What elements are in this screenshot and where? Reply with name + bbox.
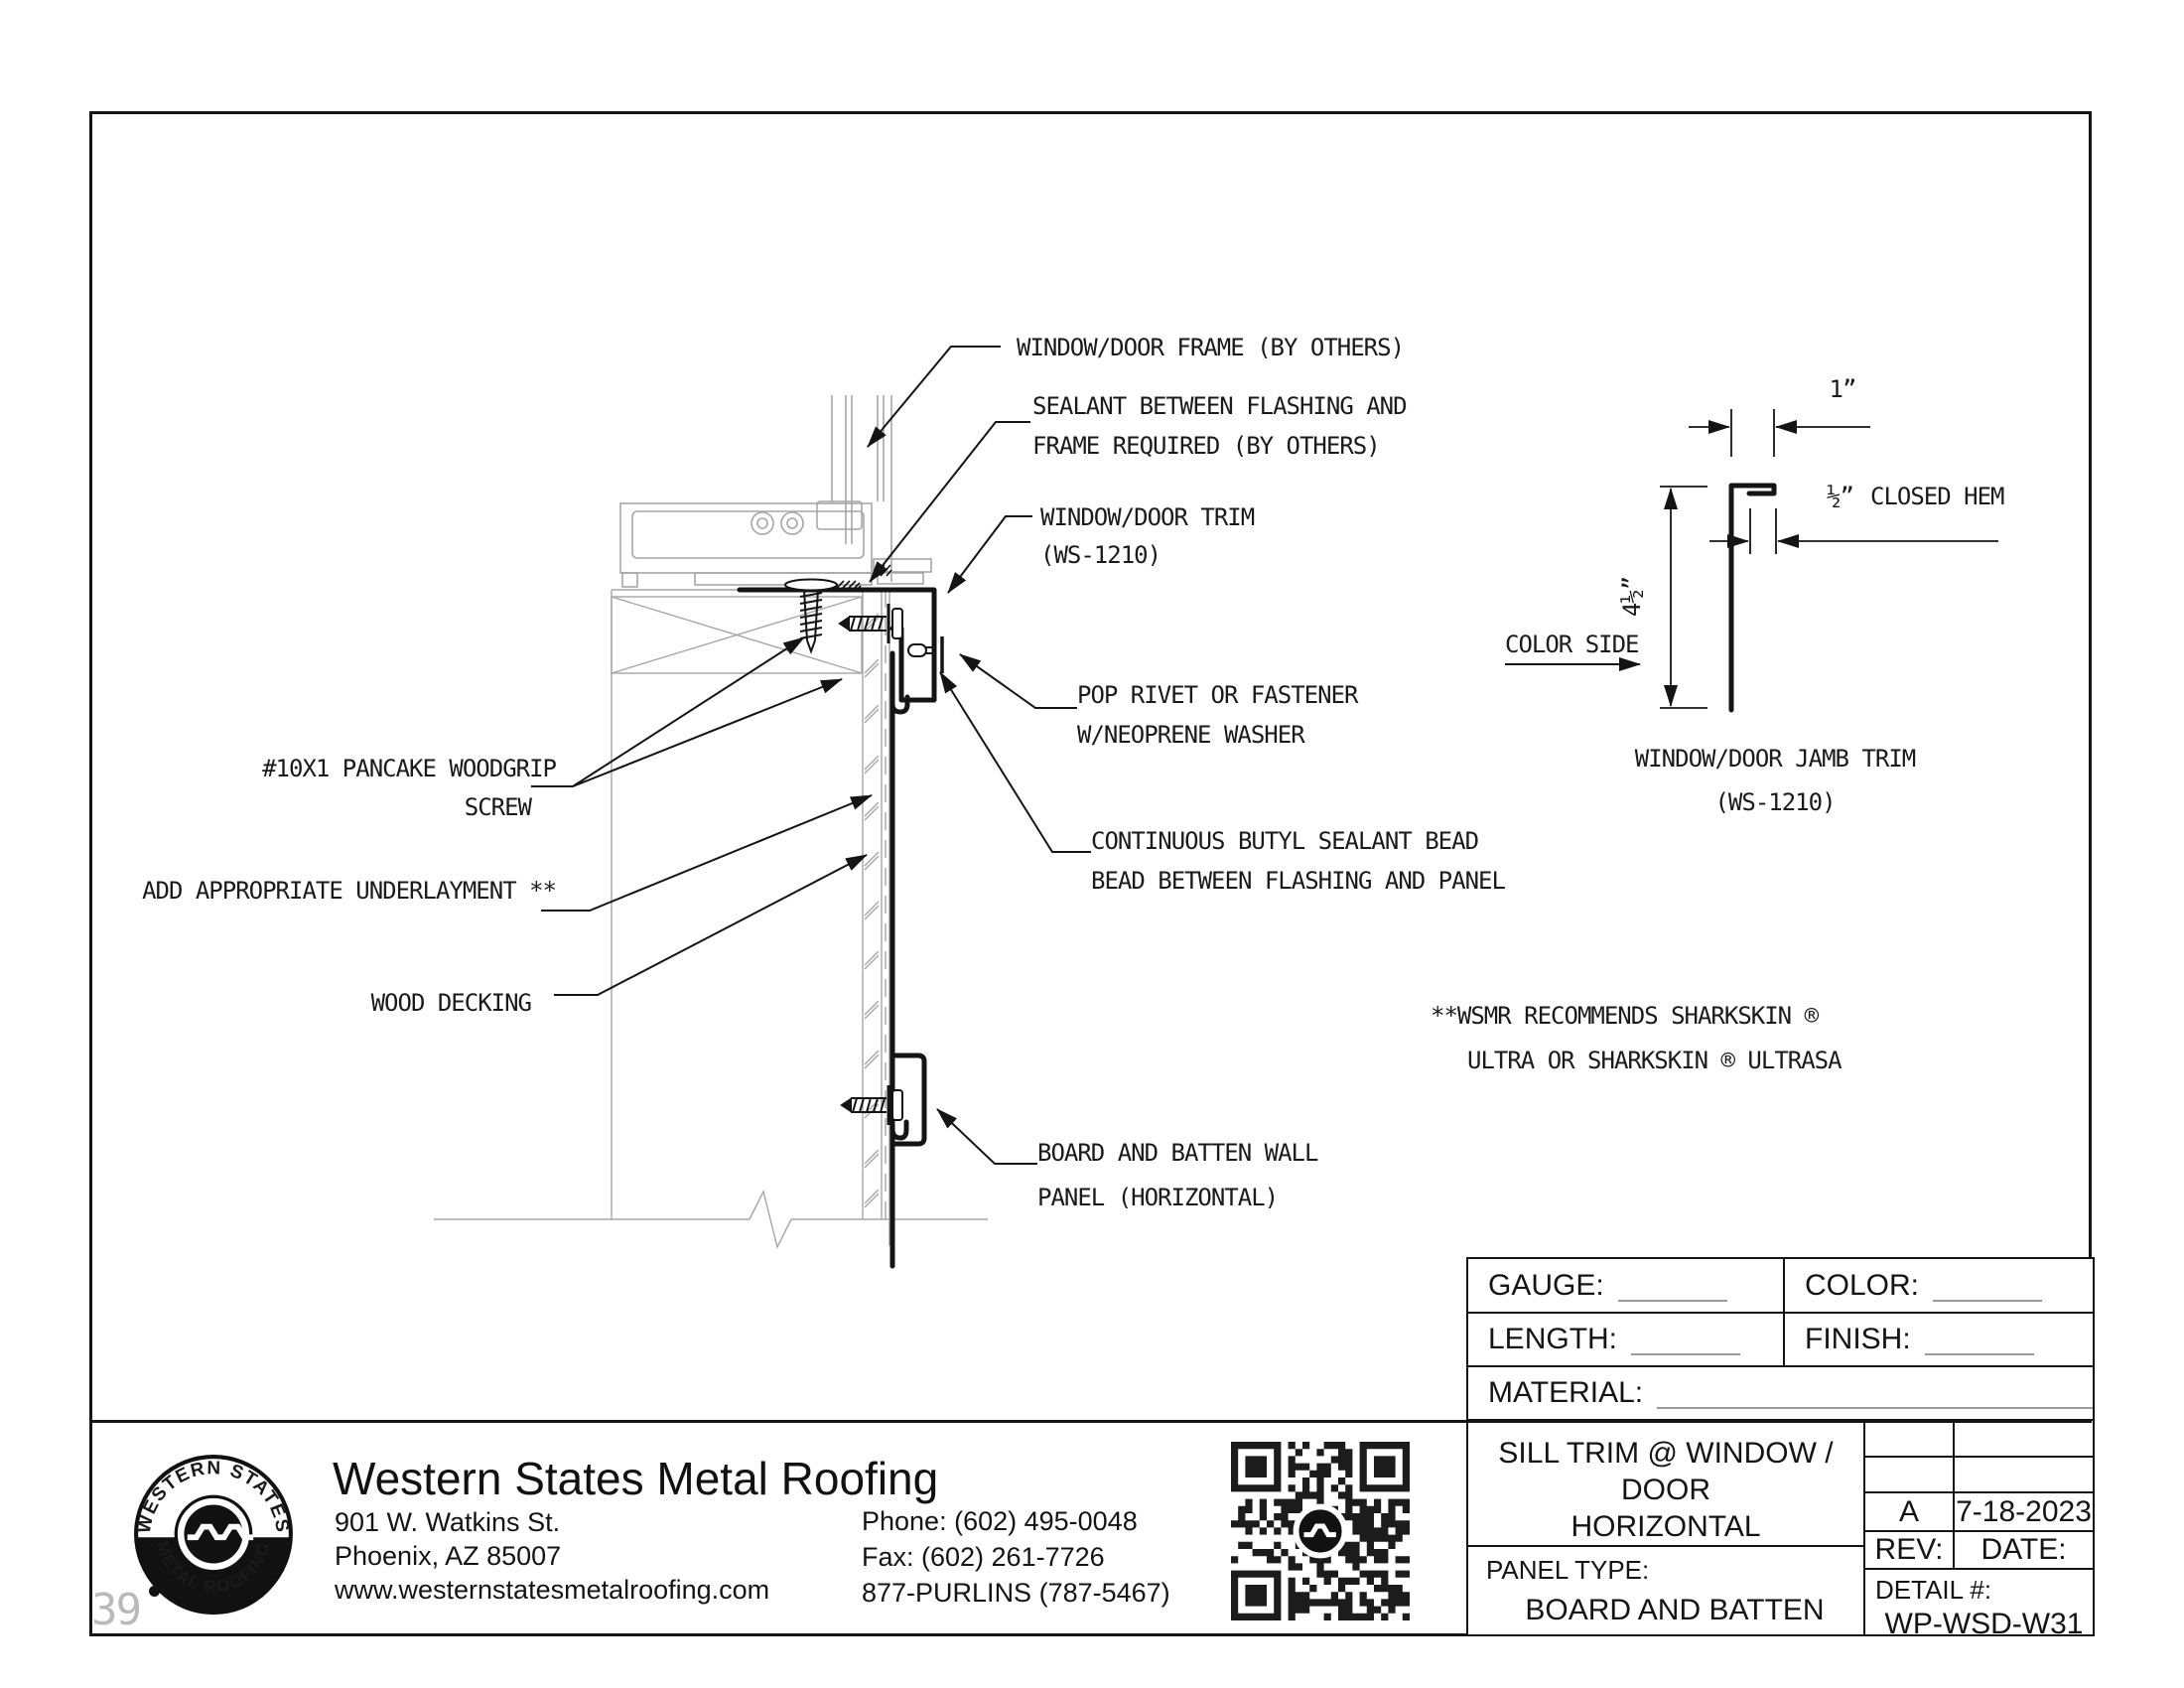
- break-line: [749, 1189, 792, 1250]
- jamb-hem-label: CLOSED HEM: [1870, 483, 2004, 510]
- callout-underlayment: ADD APPROPRIATE UNDERLAYMENT **: [142, 877, 556, 905]
- callout-screw-line2: SCREW: [465, 793, 533, 821]
- date-empty-cell-2: [1953, 1456, 2095, 1493]
- date-value-cell: 7-18-2023: [1953, 1491, 2095, 1532]
- panel-profile-icon: [187, 1523, 254, 1541]
- callout-butyl-line1: CONTINUOUS BUTYL SEALANT BEAD: [1091, 827, 1478, 855]
- color-field: COLOR:: [1783, 1257, 2095, 1314]
- company-band: [89, 1420, 2092, 1636]
- decking-hatch: [864, 613, 880, 1208]
- window-frame-assembly: [619, 395, 932, 588]
- gauge-blank: [1617, 1270, 1727, 1302]
- rev-value: A: [1898, 1494, 1919, 1528]
- company-website: www.westernstatesmetalroofing.com: [335, 1575, 770, 1605]
- length-blank: [1631, 1324, 1741, 1355]
- detail-title-line1: SILL TRIM @ WINDOW / DOOR: [1498, 1437, 1834, 1506]
- callout-rivet-line2: W/NEOPRENE WASHER: [1077, 721, 1305, 749]
- detail-title-line2: HORIZONTAL: [1570, 1510, 1761, 1543]
- date-label: DATE:: [1980, 1533, 2067, 1566]
- material-blank: [1657, 1377, 2093, 1409]
- date-label-cell: DATE:: [1953, 1530, 2095, 1570]
- callout-butyl-line2: BEAD BETWEEN FLASHING AND PANEL: [1091, 867, 1505, 895]
- callout-sealant-line2: FRAME REQUIRED (BY OTHERS): [1032, 432, 1380, 460]
- callout-panel-line2: PANEL (HORIZONTAL): [1037, 1184, 1278, 1211]
- panel-screw-icon: [838, 604, 903, 643]
- length-label: LENGTH:: [1488, 1323, 1618, 1355]
- rev-label-cell: REV:: [1863, 1530, 1955, 1570]
- qr-code: [1231, 1442, 1410, 1620]
- panel-type-value: BOARD AND BATTEN: [1525, 1594, 1825, 1626]
- panel-type-label: PANEL TYPE:: [1486, 1555, 1650, 1585]
- pop-rivet-icon: [907, 633, 944, 673]
- leader-lines: [531, 346, 1091, 1165]
- color-label: COLOR:: [1805, 1268, 1920, 1302]
- wall-section: [434, 589, 988, 1250]
- callout-trim-line2: (WS-1210): [1040, 541, 1160, 569]
- jamb-dim-height: 4½”: [1618, 577, 1646, 617]
- callout-rivet-line1: POP RIVET OR FASTENER: [1077, 681, 1359, 709]
- company-phones: Phone: (602) 495-0048 Fax: (602) 261-772…: [862, 1503, 1170, 1611]
- note-line2: ULTRA OR SHARKSKIN ® ULTRASA: [1467, 1047, 1843, 1074]
- sealant-hatch: [834, 564, 892, 591]
- logo-dot: [149, 1586, 160, 1597]
- finish-field: FINISH:: [1783, 1312, 2095, 1367]
- callout-panel-line1: BOARD AND BATTEN WALL: [1037, 1139, 1318, 1167]
- material-field: MATERIAL:: [1466, 1365, 2095, 1421]
- detail-number: WP-WSD-W31: [1884, 1608, 2084, 1640]
- company-address: 901 W. Watkins St. Phoenix, AZ 85007 www…: [335, 1505, 769, 1607]
- jamb-caption-line2: (WS-1210): [1714, 788, 1835, 816]
- gauge-label: GAUGE:: [1488, 1268, 1604, 1302]
- gauge-field: GAUGE:: [1466, 1257, 1785, 1314]
- callout-frame: WINDOW/DOOR FRAME (BY OTHERS): [1017, 334, 1404, 361]
- detail-number-label: DETAIL #:: [1875, 1575, 1992, 1605]
- tollfree-number: 877-PURLINS (787-5467): [862, 1578, 1170, 1608]
- callout-sealant-line1: SEALANT BETWEEN FLASHING AND: [1032, 392, 1407, 420]
- date-value: 7-18-2023: [1956, 1494, 2092, 1528]
- pancake-screw-icon: [784, 578, 838, 654]
- phone-number: Phone: (602) 495-0048: [862, 1506, 1138, 1536]
- callout-trim-line1: WINDOW/DOOR TRIM: [1040, 503, 1255, 531]
- note-line1: **WSMR RECOMMENDS SHARKSKIN ®: [1431, 1002, 1820, 1030]
- finish-label: FINISH:: [1805, 1323, 1911, 1355]
- jamb-dim-width: 1”: [1830, 375, 1856, 403]
- color-blank: [1933, 1270, 2043, 1302]
- material-label: MATERIAL:: [1488, 1376, 1644, 1409]
- page-number: 39: [91, 1585, 142, 1635]
- jamb-trim-profile: [1728, 483, 1777, 713]
- address-line2: Phoenix, AZ 85007: [335, 1541, 562, 1571]
- jamb-caption-line1: WINDOW/DOOR JAMB TRIM: [1635, 745, 1916, 773]
- company-name: Western States Metal Roofing: [333, 1453, 939, 1504]
- company-logo: WESTERN STATES METAL ROOFING: [133, 1455, 293, 1616]
- fasteners: [784, 578, 944, 1125]
- callout-screw-line1: #10X1 PANCAKE WOODGRIP: [262, 755, 556, 782]
- callout-texts: WINDOW/DOOR FRAME (BY OTHERS) SEALANT BE…: [142, 334, 2005, 1211]
- rev-label: REV:: [1874, 1533, 1944, 1566]
- length-field: LENGTH:: [1466, 1312, 1785, 1367]
- callout-decking: WOOD DECKING: [371, 989, 531, 1017]
- wall-panel-profile: [889, 650, 927, 1269]
- panel-type-cell: PANEL TYPE: BOARD AND BATTEN: [1466, 1545, 1865, 1636]
- sheet-border: [89, 111, 2092, 1636]
- jamb-dimensions: [1505, 409, 1998, 709]
- jamb-color-side: COLOR SIDE: [1505, 631, 1639, 658]
- batten-screw-icon: [840, 1085, 903, 1125]
- detail-number-cell: DETAIL #: WP-WSD-W31: [1863, 1568, 2095, 1640]
- finish-blank: [1924, 1324, 2034, 1355]
- address-line1: 901 W. Watkins St.: [335, 1507, 561, 1537]
- jamb-dim-hem: ½”: [1827, 483, 1853, 510]
- fax-number: Fax: (602) 261-7726: [862, 1542, 1105, 1572]
